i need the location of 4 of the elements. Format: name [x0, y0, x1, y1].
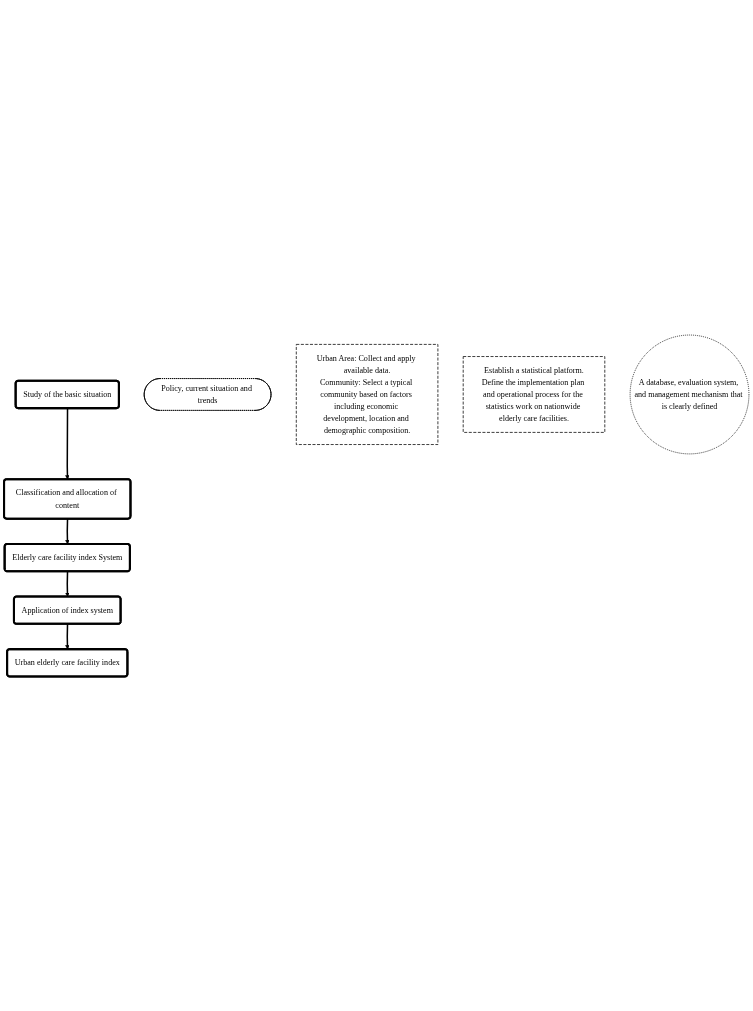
node-box: Establish a statistical platform. Define the implementation plan and operational process for the statistics work on nationwide elderly care facilities. [462, 355, 606, 433]
arrow [65, 570, 70, 597]
node-box: Urban Area: Collect and apply available data. Community: Select a typical community based on factors including economic development, location and demographic composition. [295, 343, 439, 445]
node-circle: A database, evaluation system, and management mechanism that is clearly defined [629, 334, 750, 455]
